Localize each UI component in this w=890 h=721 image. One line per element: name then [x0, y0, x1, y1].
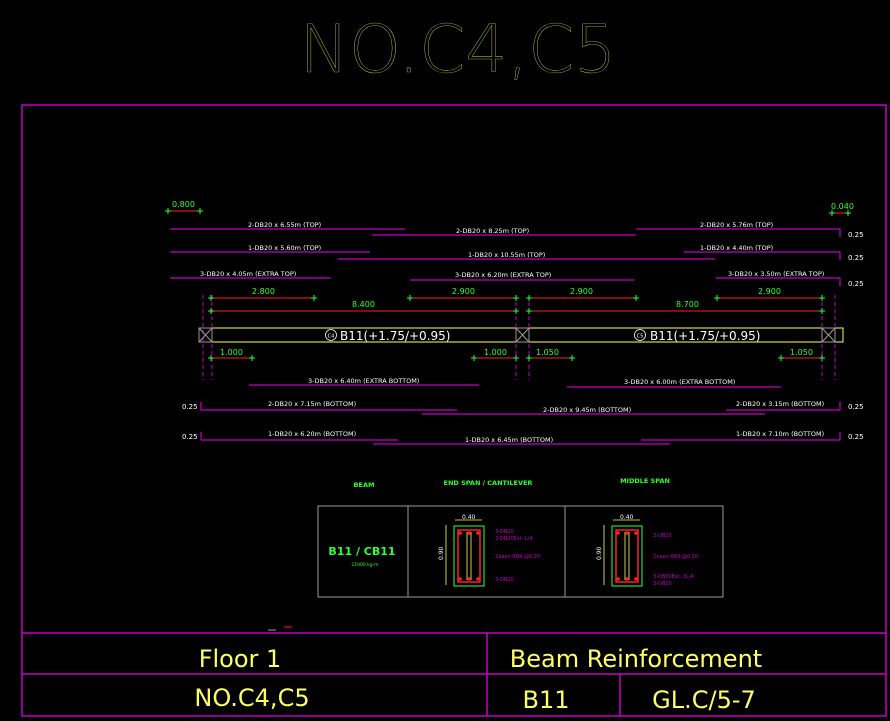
drawing-name: Beam Reinforcement [510, 645, 762, 673]
beam-label: B11(+1.75/+0.95) [650, 329, 760, 343]
section-outline [453, 525, 485, 587]
rebar-label: 1-DB20 x 6.45m (BOTTOM) [465, 436, 553, 444]
column-section [821, 327, 836, 343]
rebar-label: 3-DB20 x 3.50m (EXTRA TOP) [728, 270, 824, 278]
rebar-label: 2-DB20 x 5.76m (TOP) [700, 221, 773, 229]
section-note: 3-DB20 [495, 529, 514, 535]
section-depth: 0.90 [438, 546, 445, 560]
rebar-label: 1-DB20 x 5.60m (TOP) [248, 244, 321, 252]
section-width: 0.40 [620, 514, 634, 521]
column-ref: NO.C4,C5 [194, 684, 309, 712]
end-value: 0.25 [848, 403, 864, 411]
span-dim-label: 8.400 [352, 300, 375, 309]
rebar-label: 2-DB20 x 9.45m (BOTTOM) [543, 406, 631, 414]
rebar-label: 2-DB20 x 8.25m (TOP) [456, 227, 529, 235]
grid-ref: GL.C/5-7 [652, 686, 756, 714]
column-section [198, 327, 213, 343]
end-value: 0.25 [848, 231, 864, 239]
table-header-beam: BEAM [354, 481, 375, 489]
floor-label: Floor 1 [199, 645, 282, 673]
end-value: 0.25 [848, 254, 864, 262]
dim-label: 1.050 [790, 348, 813, 357]
rebar-label: 3-DB20 x 6.40m (EXTRA BOTTOM) [308, 377, 419, 385]
stirrup [457, 529, 481, 583]
drawing-title: NO.C4,C5 [300, 11, 617, 88]
rebar-label: 1-DB20 x 7.10m (BOTTOM) [736, 430, 824, 438]
section-width: 0.40 [462, 514, 476, 521]
drawing-frame [21, 104, 887, 717]
section-note: 3-DB20 [653, 581, 672, 587]
column-tag: C4 [328, 334, 335, 340]
dim-label: 1.000 [220, 348, 243, 357]
section-depth: 0.90 [596, 546, 603, 560]
column-tag: C5 [637, 334, 644, 340]
end-value: 0.25 [848, 280, 864, 288]
section-note: 2ปลอก-RB9 @0.20 [653, 554, 698, 560]
rebar-label: 2-DB20 x 7.15m (BOTTOM) [268, 400, 356, 408]
section-table [317, 505, 724, 598]
column-tag-circle [634, 329, 646, 341]
dim-label: 1.000 [484, 348, 507, 357]
stirrup [615, 529, 639, 583]
dim-label: 2.900 [452, 287, 475, 296]
beam-name: B11 / CB11 [328, 545, 395, 558]
dim-label: 2.800 [252, 287, 275, 296]
dim-label: 2.900 [570, 287, 593, 296]
rebar-label: 1-DB20 x 6.20m (BOTTOM) [268, 430, 356, 438]
rebar-label: 1-DB20 x 4.40m (TOP) [700, 244, 773, 252]
section-note: 3-DB20Ext. 3L/4 [653, 574, 694, 580]
end-value: 0.25 [182, 433, 198, 441]
beam-ref: B11 [522, 686, 569, 714]
section-note: 3-DB20 [653, 533, 672, 539]
section-note: 3-DB20Ext. L/4 [495, 536, 533, 542]
column-tag-circle [325, 329, 337, 341]
section-note: 2ปลอก-RB9 @0.20 [495, 554, 540, 560]
rebar-label: 3-DB20 x 6.20m (EXTRA TOP) [455, 271, 551, 279]
right-offset-label: 0.040 [831, 202, 854, 211]
beam-label: B11(+1.75/+0.95) [340, 329, 450, 343]
dim-label: 1.050 [536, 348, 559, 357]
rebar-label: 2-DB20 x 6.55m (TOP) [248, 221, 321, 229]
end-value: 0.25 [848, 433, 864, 441]
section-note: 3-DB20 [495, 577, 514, 583]
section-outline [611, 525, 643, 587]
left-offset-label: 0.800 [172, 200, 195, 209]
rebar-label: 3-DB20 x 6.00m (EXTRA BOTTOM) [624, 378, 735, 386]
rebar-label: 1-DB20 x 10.55m (TOP) [468, 251, 545, 259]
rebar-label: 2-DB20 x 3.15m (BOTTOM) [736, 400, 824, 408]
beam-moment: 21000 kg-m [351, 562, 378, 568]
end-value: 0.25 [182, 403, 198, 411]
table-header-middle: MIDDLE SPAN [620, 477, 670, 485]
table-header-end: END SPAN / CANTILEVER [444, 479, 533, 487]
column-section [515, 327, 530, 343]
dim-label: 2.900 [758, 287, 781, 296]
rebar-label: 3-DB20 x 4.05m (EXTRA TOP) [200, 270, 296, 278]
span-dim-label: 8.700 [676, 300, 699, 309]
